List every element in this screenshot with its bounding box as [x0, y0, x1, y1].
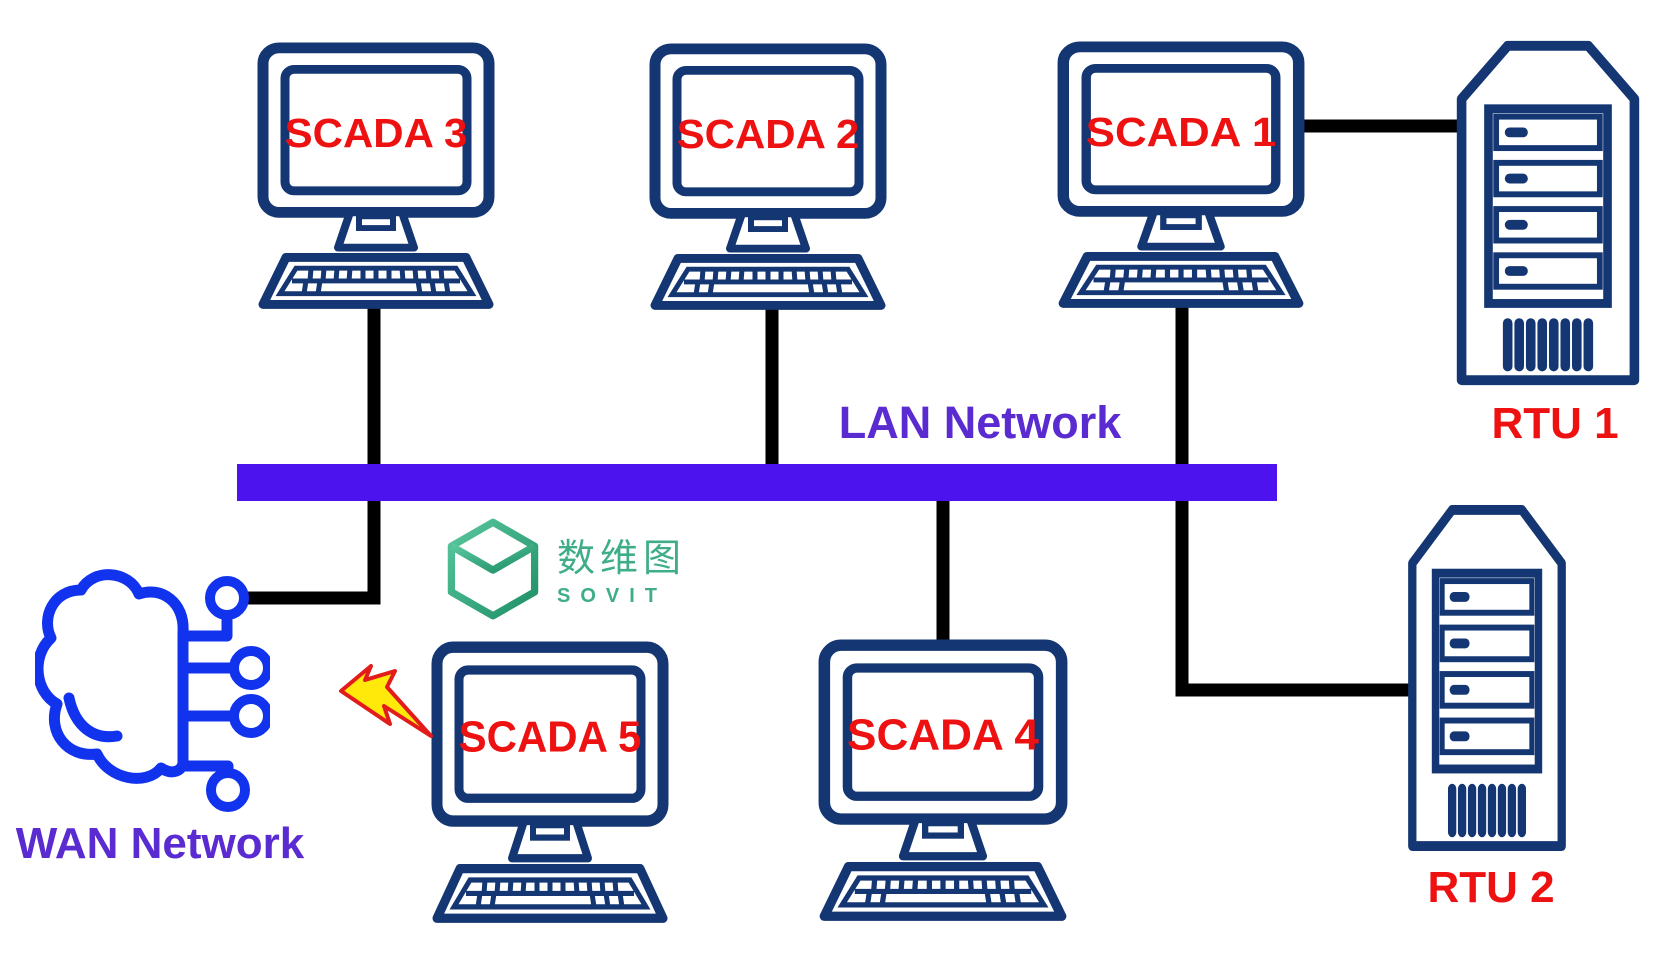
- cloud-stem: [177, 610, 233, 642]
- server-vents: [1502, 318, 1594, 372]
- sovit-cube-icon: [447, 518, 539, 620]
- monitor-screen: [1081, 63, 1281, 195]
- rtu-2-label: RTU 2: [1427, 863, 1555, 912]
- scada-4-screen-label: SCADA 4: [847, 711, 1040, 760]
- cloud-node: [229, 694, 270, 738]
- monitor-screen: [672, 65, 864, 197]
- scada-3-computer-icon: SCADA 3: [257, 42, 495, 309]
- scada-2-screen-label: SCADA 2: [677, 110, 860, 157]
- cloud-inner-arc: [63, 692, 123, 743]
- rtu-1-label: RTU 1: [1491, 399, 1619, 448]
- bay-led: [1504, 219, 1528, 230]
- scada-4-computer-icon: SCADA 4: [818, 639, 1068, 921]
- watermark-cjk-text: 数维图: [557, 538, 687, 580]
- stand-notch: [748, 214, 788, 232]
- scada-5-computer-icon: SCADA 5: [431, 641, 669, 923]
- wan-cloud-icon: [35, 569, 270, 812]
- drive-bay: [1493, 252, 1603, 290]
- bay-led: [1449, 638, 1470, 649]
- lan-bus-bar: [237, 464, 1277, 501]
- drive-bay: [1493, 159, 1603, 198]
- scada-5-screen-label: SCADA 5: [459, 713, 642, 762]
- bay-led: [1449, 684, 1470, 695]
- keyboard-keys: [837, 875, 1049, 908]
- cloud-node: [205, 576, 249, 620]
- bay-led: [1449, 731, 1470, 742]
- lan-network-label: LAN Network: [838, 397, 1122, 448]
- cloud-body: [35, 569, 189, 784]
- cable-scada1-lan-rtu2: [1175, 300, 1420, 697]
- stand-notch: [1160, 212, 1202, 230]
- keyboard-keys: [1076, 264, 1286, 296]
- stand-notch: [922, 820, 964, 839]
- cable-scada3-lan-wan: [246, 300, 381, 605]
- rtu-2-server-icon: [1408, 504, 1566, 852]
- cube-top-edges: [449, 543, 537, 574]
- cloud-node: [229, 646, 270, 690]
- lightning-bolt: [339, 664, 433, 738]
- monitor-screen: [454, 665, 646, 803]
- wan-network-label: WAN Network: [15, 819, 305, 868]
- scada-1-screen-label: SCADA 1: [1086, 109, 1276, 155]
- monitor-screen: [280, 64, 472, 196]
- drive-bay: [1439, 624, 1535, 663]
- bay-led: [1504, 266, 1528, 276]
- stand-notch: [530, 822, 570, 841]
- cloud-node: [206, 768, 250, 812]
- attack-lightning-icon: [339, 664, 433, 738]
- bay-led: [1504, 127, 1528, 138]
- keyboard-keys: [667, 266, 869, 298]
- drive-bay: [1439, 578, 1535, 616]
- keyboard-keys: [449, 877, 651, 910]
- monitor-screen: [842, 663, 1044, 801]
- server-vents: [1447, 783, 1527, 838]
- bay-led: [1504, 173, 1528, 184]
- scada-1-computer-icon: SCADA 1: [1057, 41, 1305, 308]
- scada-2-computer-icon: SCADA 2: [649, 43, 887, 310]
- scada-3-screen-label: SCADA 3: [285, 109, 468, 156]
- bay-led: [1449, 591, 1470, 602]
- keyboard-keys: [275, 265, 477, 297]
- watermark-latin-text: SOVIT: [557, 585, 668, 607]
- watermark-logo: 数维图 SOVIT: [441, 516, 686, 620]
- stand-notch: [356, 213, 396, 231]
- rtu-1-server-icon: [1456, 40, 1640, 386]
